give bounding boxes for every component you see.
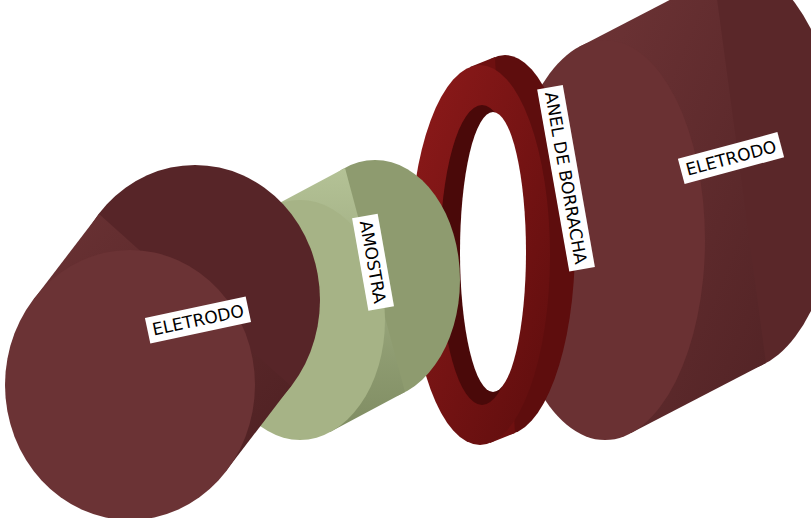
left-electrode (5, 165, 320, 518)
